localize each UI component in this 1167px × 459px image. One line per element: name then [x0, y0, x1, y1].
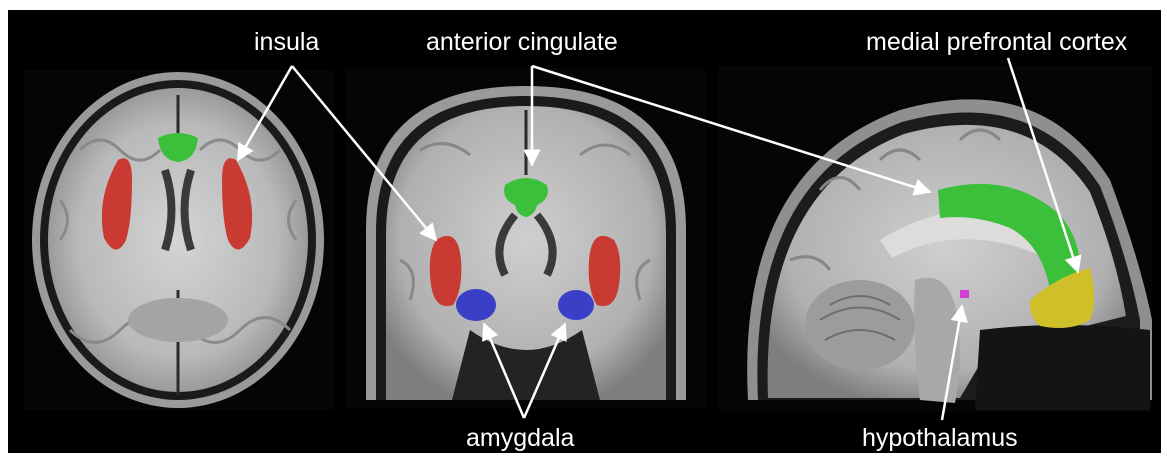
anterior-cingulate-label: anterior cingulate	[426, 28, 618, 56]
hypothalamus-region	[960, 290, 969, 298]
insula-left-coronal-region	[430, 236, 462, 306]
amygdala-left-region	[456, 289, 496, 321]
coronal-slice-panel	[346, 68, 706, 408]
axial-slice-panel	[24, 70, 334, 410]
insula-label: insula	[254, 28, 319, 56]
medial-prefrontal-cortex-label: medial prefrontal cortex	[866, 28, 1128, 56]
insula-right-coronal-region	[589, 236, 621, 306]
hypothalamus-label: hypothalamus	[862, 424, 1018, 452]
amygdala-label: amygdala	[466, 424, 574, 452]
sagittal-slice-panel	[718, 66, 1152, 412]
amygdala-right-region	[558, 290, 594, 320]
